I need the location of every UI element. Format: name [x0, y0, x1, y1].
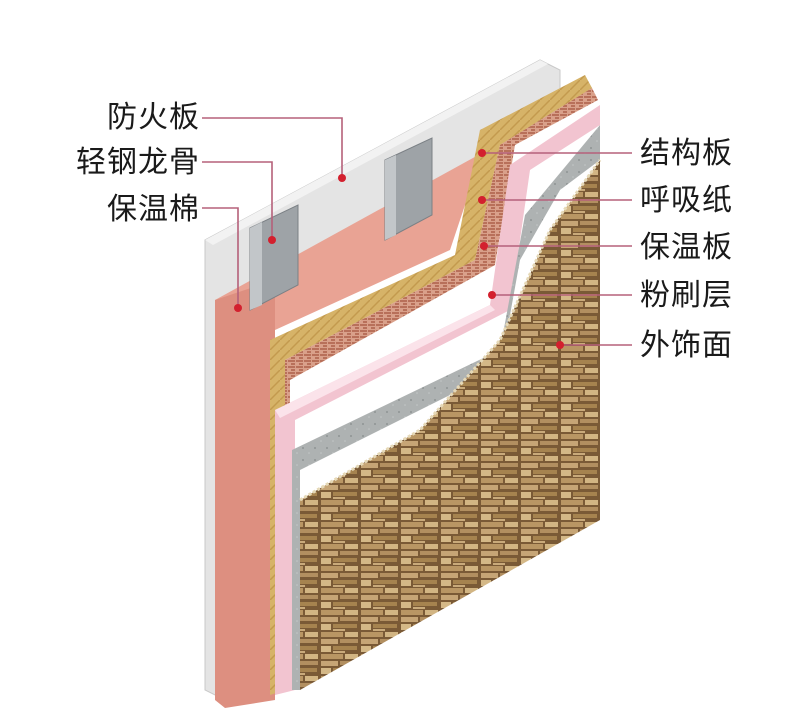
marker-exterior-finish	[556, 341, 564, 349]
layer-markers	[234, 149, 564, 349]
label-insulation-cotton: 保温棉	[107, 192, 200, 227]
marker-structural-board	[478, 149, 486, 157]
label-insulation-board: 保温板	[640, 230, 733, 265]
label-light-steel-keel: 轻钢龙骨	[76, 145, 200, 180]
marker-plaster-layer	[488, 291, 496, 299]
label-structural-board: 结构板	[640, 136, 733, 171]
label-breathable-paper: 呼吸纸	[640, 183, 733, 218]
marker-fireproof-board	[338, 174, 346, 182]
marker-insulation-board	[480, 242, 488, 250]
marker-breathable-paper	[478, 196, 486, 204]
label-exterior-finish: 外饰面	[640, 328, 733, 363]
exterior-finish-layer	[300, 160, 600, 690]
plaster-layer	[292, 125, 600, 690]
marker-steel-keel	[268, 236, 276, 244]
steel-keel-group	[249, 137, 433, 311]
leader-lines	[202, 117, 632, 346]
marker-insulation-cotton	[234, 304, 242, 312]
label-plaster-layer: 粉刷层	[640, 278, 733, 313]
label-fireproof-board: 防火板	[107, 100, 200, 135]
